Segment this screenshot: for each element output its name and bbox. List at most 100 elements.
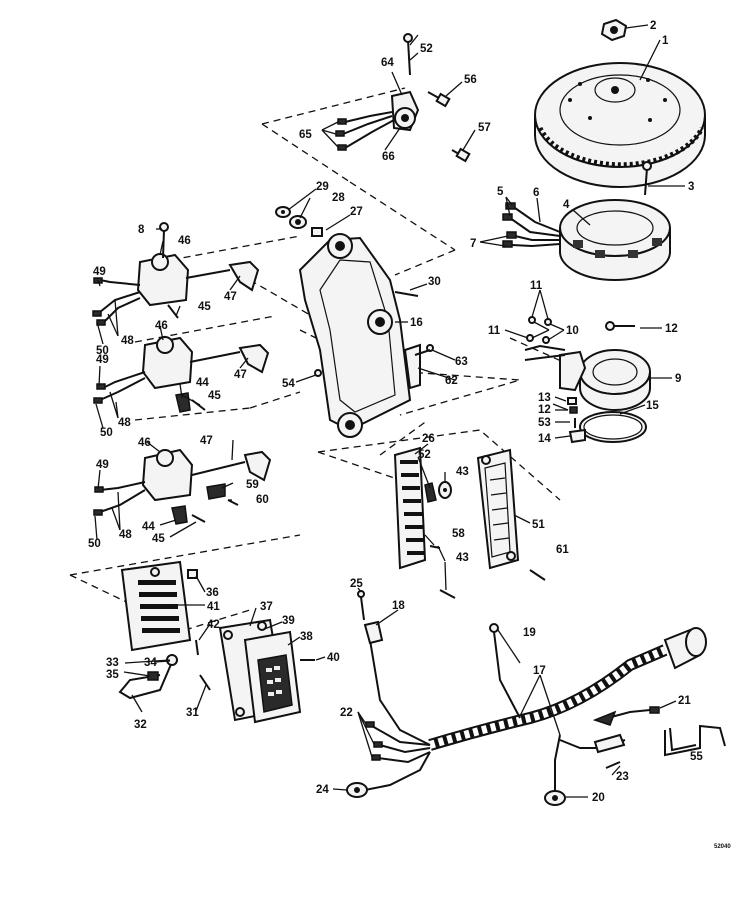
callout-20: 20 bbox=[592, 792, 605, 804]
callout-labels: 1 2 3 4 5 6 7 8 9 10 11 11 12 12 13 14 1… bbox=[88, 20, 731, 850]
callout-8: 8 bbox=[138, 224, 145, 236]
callout-37: 37 bbox=[260, 601, 273, 613]
rectifier bbox=[243, 630, 315, 724]
flywheel-nut bbox=[600, 18, 628, 42]
callout-27: 27 bbox=[350, 206, 363, 218]
callout-11a: 11 bbox=[530, 280, 543, 292]
callout-12a: 12 bbox=[665, 323, 678, 335]
callout-46c: 46 bbox=[138, 437, 151, 449]
retaining-clip bbox=[664, 724, 726, 757]
callout-48b: 48 bbox=[118, 417, 131, 429]
callout-41: 41 bbox=[207, 601, 220, 613]
callout-38: 38 bbox=[300, 631, 313, 643]
stator bbox=[502, 199, 671, 281]
callout-33: 33 bbox=[106, 657, 119, 669]
callout-9: 9 bbox=[675, 373, 681, 385]
callout-22: 22 bbox=[340, 707, 353, 719]
callout-62: 62 bbox=[445, 375, 458, 387]
callout-61: 61 bbox=[556, 544, 569, 556]
callout-36: 36 bbox=[206, 587, 219, 599]
callout-leaders bbox=[94, 24, 685, 798]
callout-16: 16 bbox=[410, 317, 423, 329]
callout-3: 3 bbox=[688, 181, 694, 193]
callout-30: 30 bbox=[428, 276, 441, 288]
callout-46a: 46 bbox=[178, 235, 191, 247]
callout-35: 35 bbox=[106, 669, 119, 681]
callout-65: 65 bbox=[299, 129, 312, 141]
callout-29: 29 bbox=[316, 181, 329, 193]
callout-47b: 47 bbox=[234, 369, 247, 381]
wiring-harness bbox=[346, 623, 707, 806]
callout-7: 7 bbox=[470, 238, 476, 250]
callout-64: 64 bbox=[381, 57, 394, 69]
callout-24: 24 bbox=[316, 784, 329, 796]
callout-43b: 43 bbox=[456, 552, 469, 564]
callout-56: 56 bbox=[464, 74, 477, 86]
callout-12b: 12 bbox=[538, 404, 551, 416]
retaining-ring bbox=[579, 411, 647, 443]
callout-14: 14 bbox=[538, 433, 551, 445]
callout-4: 4 bbox=[563, 199, 570, 211]
callout-49c: 49 bbox=[96, 459, 109, 471]
callout-17: 17 bbox=[533, 665, 546, 677]
callout-11b: 11 bbox=[488, 325, 501, 337]
ignition-coil-middle bbox=[93, 336, 270, 413]
callout-48c: 48 bbox=[119, 529, 132, 541]
junction-block bbox=[120, 560, 199, 656]
callout-26: 26 bbox=[422, 433, 435, 445]
callout-42: 42 bbox=[207, 619, 220, 631]
callout-25: 25 bbox=[350, 578, 363, 590]
callout-58: 58 bbox=[452, 528, 465, 540]
callout-57: 57 bbox=[478, 122, 491, 134]
callout-18: 18 bbox=[392, 600, 405, 612]
ground-wire bbox=[118, 654, 211, 700]
callout-31: 31 bbox=[186, 707, 199, 719]
callout-50c: 50 bbox=[88, 538, 101, 550]
flywheel bbox=[534, 62, 706, 188]
callout-54: 54 bbox=[282, 378, 295, 390]
harness-lead-wires bbox=[357, 590, 384, 645]
callout-39: 39 bbox=[282, 615, 295, 627]
stator-screw bbox=[642, 161, 652, 196]
callout-23: 23 bbox=[616, 771, 629, 783]
callout-49a: 49 bbox=[93, 266, 106, 278]
callout-10: 10 bbox=[566, 325, 579, 337]
callout-45b: 45 bbox=[208, 390, 221, 402]
terminal-cover bbox=[476, 448, 520, 570]
timer-hardware bbox=[567, 397, 586, 444]
callout-13: 13 bbox=[538, 392, 551, 404]
ignition-coil-lower bbox=[93, 448, 272, 525]
callout-52b: 52 bbox=[418, 449, 431, 461]
callout-1: 1 bbox=[662, 35, 669, 47]
callout-32: 32 bbox=[134, 719, 147, 731]
callout-34: 34 bbox=[144, 657, 157, 669]
callout-47a: 47 bbox=[224, 291, 237, 303]
timer-base bbox=[524, 316, 651, 411]
callout-52a: 52 bbox=[420, 43, 433, 55]
ignition-coil-upper bbox=[92, 222, 260, 326]
sensor-assembly bbox=[335, 33, 471, 163]
callout-50a: 50 bbox=[96, 345, 109, 357]
callout-43a: 43 bbox=[456, 466, 469, 478]
washers-spacers bbox=[275, 206, 323, 237]
callout-55: 55 bbox=[690, 751, 703, 763]
callout-45a: 45 bbox=[198, 301, 211, 313]
callout-49b: 49 bbox=[96, 354, 109, 366]
mounting-bracket bbox=[298, 233, 434, 438]
callout-47c: 47 bbox=[200, 435, 213, 447]
callout-48a: 48 bbox=[121, 335, 134, 347]
callout-50b: 50 bbox=[100, 427, 113, 439]
callout-44a: 44 bbox=[196, 377, 209, 389]
callout-5: 5 bbox=[497, 186, 504, 198]
callout-63: 63 bbox=[455, 356, 468, 368]
callout-45c: 45 bbox=[152, 533, 165, 545]
callout-66: 66 bbox=[382, 151, 395, 163]
drawing-code: 52040 bbox=[714, 844, 731, 850]
callout-28: 28 bbox=[332, 192, 345, 204]
callout-46b: 46 bbox=[155, 320, 168, 332]
callout-60: 60 bbox=[256, 494, 269, 506]
callout-53: 53 bbox=[538, 417, 551, 429]
callout-2: 2 bbox=[650, 20, 656, 32]
callout-59: 59 bbox=[246, 479, 259, 491]
